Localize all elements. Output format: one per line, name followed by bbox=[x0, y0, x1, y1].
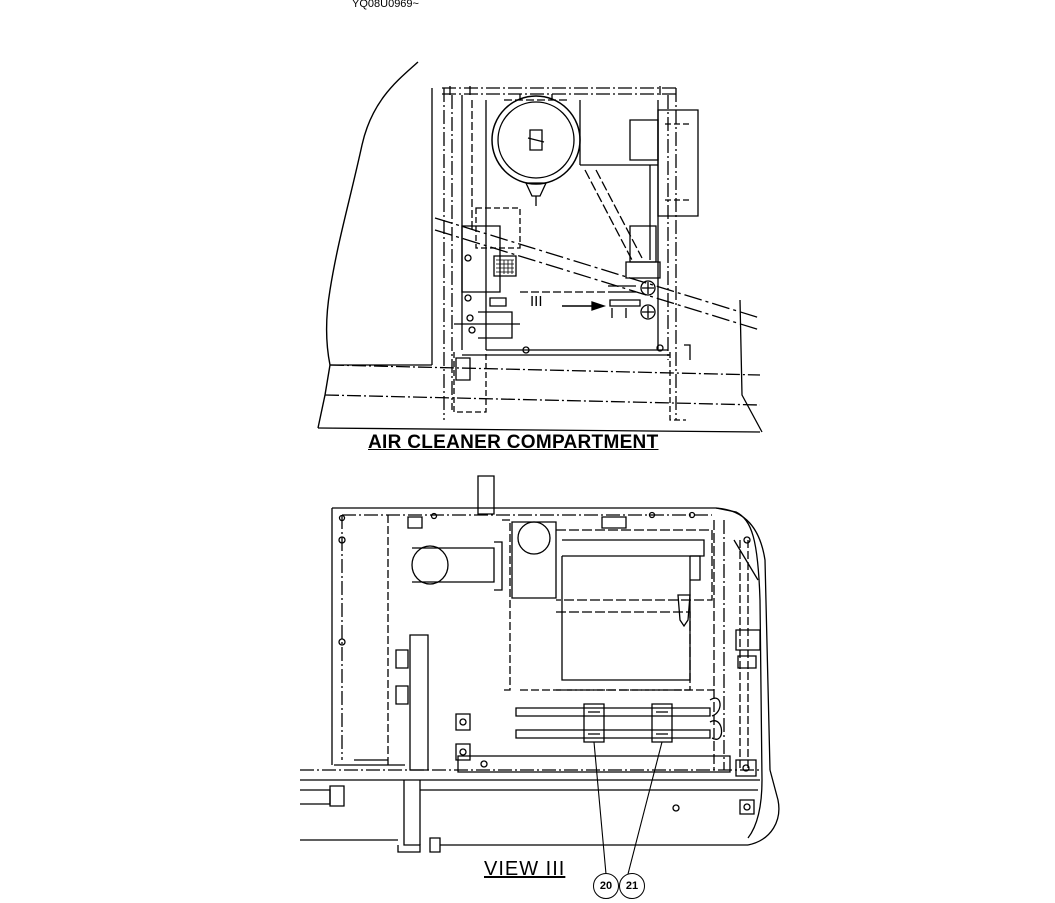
callout-21: 21 bbox=[619, 873, 645, 899]
drawing-code: YQ08U0969~ bbox=[352, 0, 419, 10]
callout-20: 20 bbox=[593, 873, 619, 899]
view-iii bbox=[300, 475, 780, 875]
view-iii-marker: III bbox=[530, 293, 543, 310]
air-cleaner-compartment-view bbox=[317, 61, 763, 433]
view-iii-title: VIEW III bbox=[484, 858, 566, 880]
air-cleaner-compartment-title: AIR CLEANER COMPARTMENT bbox=[368, 432, 659, 453]
